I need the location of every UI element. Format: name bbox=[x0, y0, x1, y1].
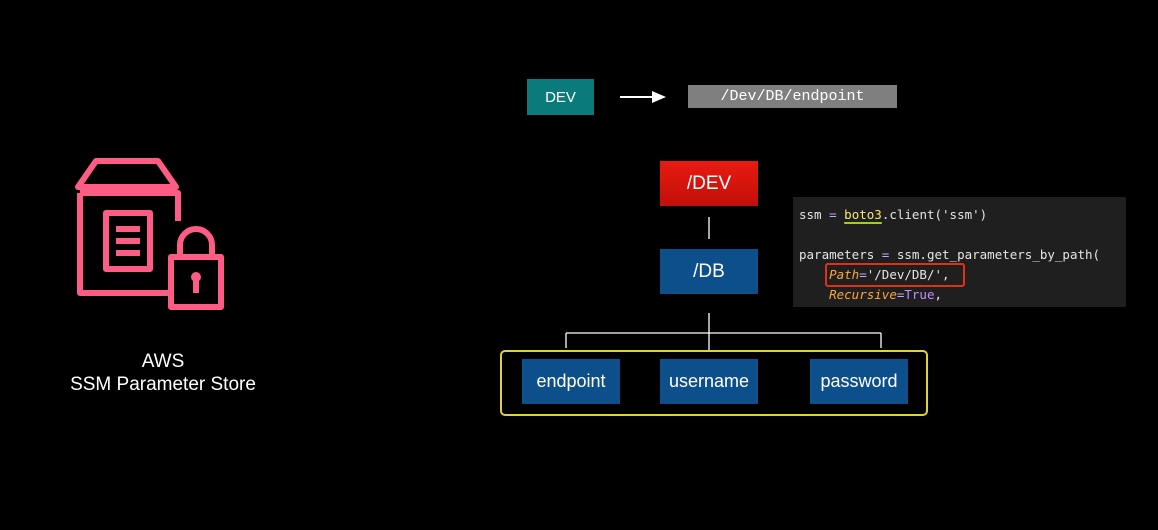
service-label: AWS SSM Parameter Store bbox=[40, 350, 286, 396]
code-line-path: Path='/Dev/DB/', bbox=[799, 267, 1126, 287]
code-line-recursive: Recursive=True, bbox=[799, 287, 1126, 307]
path-param-highlight bbox=[825, 263, 965, 287]
env-dev-box: DEV bbox=[527, 79, 594, 115]
code-operator: = bbox=[829, 207, 837, 222]
service-label-line2: SSM Parameter Store bbox=[70, 374, 256, 395]
code-operator: = bbox=[896, 287, 905, 302]
code-var: parameters bbox=[799, 247, 875, 262]
code-param: Path bbox=[829, 267, 860, 282]
ssm-parameter-store-icon bbox=[74, 157, 224, 312]
code-line-get-params: parameters = ssm.get_parameters_by_path( bbox=[799, 247, 1126, 267]
tree-leaf-username: username bbox=[660, 359, 758, 404]
code-comma: , bbox=[934, 287, 943, 302]
tree-leaf-password: password bbox=[810, 359, 908, 404]
code-operator: = bbox=[881, 247, 890, 262]
tree-node-db: /DB bbox=[660, 249, 758, 294]
code-string: '/Dev/DB/' bbox=[866, 267, 943, 282]
right-arrow-icon bbox=[618, 88, 668, 106]
code-line-client: ssm = boto3.client('ssm') bbox=[799, 207, 1126, 227]
service-label-line1: AWS bbox=[141, 351, 185, 372]
code-paren: ) bbox=[979, 207, 988, 222]
tree-node-dev: /DEV bbox=[660, 161, 758, 206]
code-param: Recursive bbox=[829, 287, 897, 302]
code-comma: , bbox=[942, 267, 950, 282]
tree-leaf-endpoint: endpoint bbox=[522, 359, 620, 404]
code-call: .client( bbox=[881, 207, 943, 222]
leaf-group-highlight bbox=[500, 350, 928, 416]
code-module: boto3 bbox=[844, 207, 882, 222]
code-string: 'ssm' bbox=[942, 207, 980, 222]
code-operator: = bbox=[859, 267, 867, 282]
code-var: ssm bbox=[799, 207, 822, 222]
code-snippet: ssm = boto3.client('ssm') parameters = s… bbox=[793, 197, 1126, 307]
parameter-path: /Dev/DB/endpoint bbox=[688, 85, 897, 108]
code-call: ssm.get_parameters_by_path( bbox=[896, 247, 1101, 262]
code-bool: True bbox=[904, 287, 935, 302]
